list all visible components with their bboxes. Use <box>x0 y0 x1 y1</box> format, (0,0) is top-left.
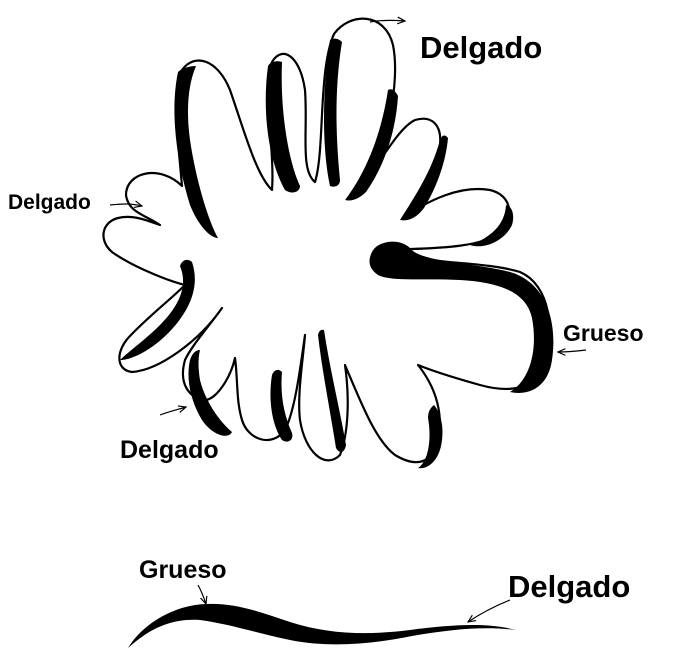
arrow-stroke-thin <box>468 599 511 622</box>
arrow-stroke-thick <box>197 584 206 604</box>
flower-thick-accent-mid-petal <box>265 61 300 193</box>
flower-thick-accent-bottom-mid <box>318 329 346 452</box>
label-stroke-thick: Grueso <box>139 556 227 584</box>
flower-thick-accent-left-lower <box>120 259 195 360</box>
label-flower-top-thin: Delgado <box>420 30 543 65</box>
arrow-flower-top <box>369 20 405 22</box>
flower-thick-accent-right-petal <box>400 135 448 221</box>
flower-thick-accent-bottom-right <box>418 405 443 469</box>
flower-thick-accent-top-petal <box>324 38 342 187</box>
arrow-flower-bottom <box>159 407 186 416</box>
flower-thick-accent-left-petal <box>174 66 218 238</box>
flower-thick-accent-top-right <box>345 89 398 201</box>
arrow-flower-right <box>558 350 587 352</box>
flower-thick-accent-bottom-inner <box>270 369 293 442</box>
flower-thick-blob-right <box>369 241 554 393</box>
arrow-flower-left <box>109 204 142 206</box>
label-stroke-thin: Delgado <box>508 569 631 604</box>
brush-stroke-sample <box>128 603 516 648</box>
flower-thick-accent-far-right <box>470 205 514 247</box>
label-flower-right-thick: Grueso <box>563 320 644 346</box>
flower-thick-accent-bottom-left-petal <box>188 350 232 436</box>
label-flower-left-thin: Delgado <box>8 191 91 214</box>
label-flower-bottom-thin: Delgado <box>120 436 219 464</box>
